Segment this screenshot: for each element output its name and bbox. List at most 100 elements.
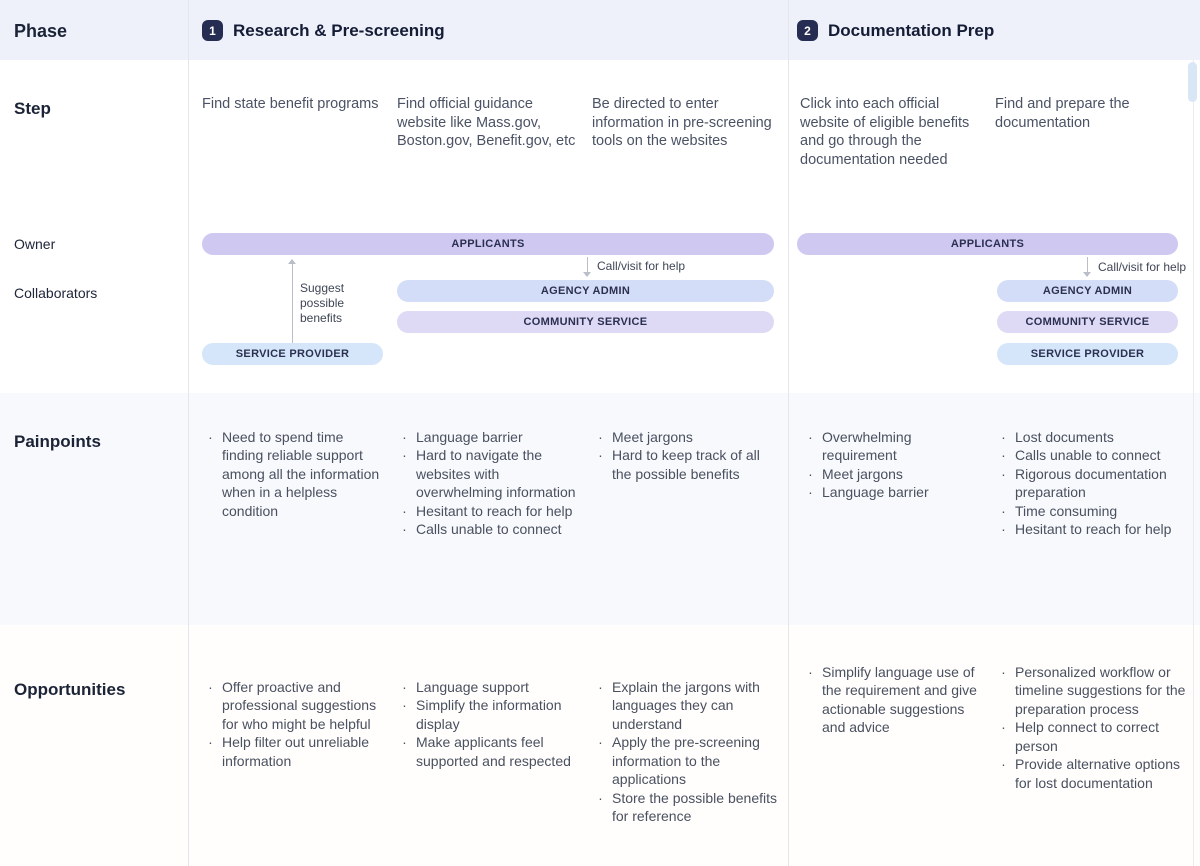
phase2-number-badge: 2 — [797, 20, 818, 41]
bullet-item: ·Language barrier — [400, 428, 582, 446]
bullet-item: ·Explain the jargons with languages they… — [596, 678, 780, 733]
bullet-text: Meet jargons — [822, 465, 903, 482]
bullet-text: Offer proactive and professional suggest… — [222, 679, 377, 732]
row-label-collaborators: Collaborators — [14, 285, 98, 301]
phase1-opportunities-col3: ·Explain the jargons with languages they… — [596, 678, 780, 826]
phase1-step2: Find official guidance website like Mass… — [397, 96, 576, 150]
bullet-text: Hard to keep track of all the possible b… — [612, 447, 760, 482]
bullet-item: · Store the possible benefits for referen… — [596, 789, 780, 826]
phase2-painpoints-col1: · Overwhelming requirement · Meet jargons · L… — [806, 428, 986, 502]
bullet-dot: · — [402, 447, 407, 464]
bullet-dot: · — [808, 465, 813, 482]
phase2-step1: Click into each official website of elig… — [800, 96, 970, 168]
bullet-text: Time consuming — [1015, 502, 1118, 519]
bullet-dot: · — [598, 679, 603, 695]
phase2-owner-pill-applicants: APPLICANTS — [797, 233, 1178, 255]
arrow-up-icon — [288, 259, 296, 264]
bullet-item: ·Help filter out unreliable information — [206, 733, 388, 770]
phase1-painpoints-col3: · Meet jargons·Hard to keep track of all … — [596, 428, 780, 483]
bullet-dot: · — [208, 429, 213, 445]
bullet-item: · Rigorous documentation preparation — [999, 465, 1191, 502]
phase1-opportunities-col1: · Offer proactive and professional sugges… — [206, 678, 388, 770]
phase1-note-suggest: Suggest possible benefits — [300, 281, 345, 326]
bullet-dot: · — [1001, 756, 1006, 773]
bullet-item: · Language support — [400, 678, 582, 696]
bullet-text: Help filter out unreliable information — [222, 734, 370, 769]
phase2-collab-pill-agency-admin: AGENCY ADMIN — [997, 280, 1178, 302]
phase1-number-badge: 1 — [202, 20, 223, 41]
bullet-text: Language barrier — [822, 484, 929, 501]
phase2-opportunities-col2: ·Personalized workflow or timeline sugge… — [999, 663, 1191, 792]
bullet-dot: · — [808, 484, 813, 501]
bullet-item: ·Hesitant to reach for help — [400, 502, 582, 520]
bullet-item: · Meet jargons — [806, 465, 986, 483]
bullet-item: · Provide alternative options for lost do… — [999, 755, 1191, 792]
bullet-item: ·Lost documents — [999, 428, 1191, 446]
bullet-item: · Language barrier — [806, 483, 986, 501]
scrollbar-track — [1193, 60, 1194, 866]
row-label-step: Step — [14, 99, 51, 118]
row-label-opportunities: Opportunities — [14, 680, 126, 699]
bullet-text: Calls unable to connect — [1015, 447, 1161, 464]
bullet-item: ·Simplify the information display — [400, 696, 582, 733]
phase2-collab-pill-community-service: COMMUNITY SERVICE — [997, 311, 1178, 333]
bullet-text: Meet jargons — [612, 429, 693, 445]
bullet-text: Language support — [416, 679, 529, 695]
phase-row-band — [0, 0, 1200, 60]
bullet-dot: · — [1001, 502, 1006, 519]
bullet-text: Hard to navigate the websites with overw… — [416, 447, 576, 501]
bullet-text: Store the possible benefits for referenc… — [612, 789, 777, 825]
bullet-dot: · — [402, 502, 407, 519]
bullet-text: Need to spend time finding reliable supp… — [222, 429, 380, 519]
bullet-text: Make applicants feel supported and respe… — [416, 734, 571, 769]
bullet-dot: · — [1001, 719, 1006, 736]
bullet-item: · Hard to navigate the websites with over… — [400, 446, 582, 501]
bullet-item: ·Simplify language use of the requiremen… — [806, 663, 988, 737]
phase2-opportunities-col1: ·Simplify language use of the requiremen… — [806, 663, 988, 737]
bullet-text: Provide alternative options for lost doc… — [1015, 756, 1180, 791]
bullet-item: · Hesitant to reach for help — [999, 520, 1191, 538]
bullet-dot: · — [208, 679, 213, 695]
bullet-item: · Overwhelming requirement — [806, 428, 986, 465]
bullet-text: Simplify language use of the requirement… — [822, 664, 977, 736]
bullet-dot: · — [808, 429, 813, 445]
phase1-title: Research & Pre-screening — [233, 20, 445, 40]
row-label-phase: Phase — [14, 21, 68, 41]
bullet-item: ·Calls unable to connect — [999, 446, 1191, 464]
row-label-painpoints: Painpoints — [14, 432, 101, 451]
phase2-header: 2 Documentation Prep — [797, 20, 994, 41]
scrollbar-thumb[interactable] — [1188, 62, 1197, 102]
bullet-item: · Offer proactive and professional sugges… — [206, 678, 388, 733]
bullet-text: Overwhelming requirement — [822, 429, 912, 464]
phase-divider — [788, 0, 789, 866]
arrow-down-line — [1087, 257, 1088, 273]
bullet-item: · Need to spend time finding reliable sup… — [206, 428, 388, 520]
bullet-dot: · — [402, 521, 407, 538]
phase1-step3: Be directed to enter information in pre-… — [592, 96, 772, 150]
phase1-collab-pill-community-service: COMMUNITY SERVICE — [397, 311, 774, 333]
bullet-item: · Meet jargons — [596, 428, 780, 446]
bullet-text: Calls unable to connect — [416, 521, 562, 538]
phase1-step1: Find state benefit programs — [202, 96, 379, 112]
phase1-painpoints-col1: · Need to spend time finding reliable sup… — [206, 428, 388, 520]
phase1-opportunities-col2: · Language support·Simplify the informati… — [400, 678, 582, 770]
bullet-text: Help connect to correct person — [1015, 719, 1159, 754]
bullet-text: Language barrier — [416, 429, 523, 445]
bullet-dot: · — [1001, 521, 1006, 538]
phase2-title: Documentation Prep — [828, 20, 995, 40]
bullet-text: Apply the pre-screening information to t… — [612, 734, 760, 788]
bullet-item: · Time consuming — [999, 502, 1191, 520]
phase1-painpoints-col2: ·Language barrier·Hard to navigate the w… — [400, 428, 582, 539]
bullet-dot: · — [1001, 664, 1006, 680]
bullet-dot: · — [402, 679, 407, 695]
bullet-dot: · — [598, 429, 603, 445]
phase2-painpoints-col2: ·Lost documents·Calls unable to connect·… — [999, 428, 1191, 539]
bullet-item: ·Hard to keep track of all the possible … — [596, 446, 780, 483]
bullet-text: Rigorous documentation preparation — [1015, 465, 1167, 501]
bullet-text: Simplify the information display — [416, 697, 562, 732]
bullet-dot: · — [598, 789, 603, 806]
bullet-text: Hesitant to reach for help — [1015, 521, 1172, 538]
phase2-note-call: Call/visit for help — [1098, 260, 1187, 274]
bullet-dot: · — [1001, 465, 1006, 482]
